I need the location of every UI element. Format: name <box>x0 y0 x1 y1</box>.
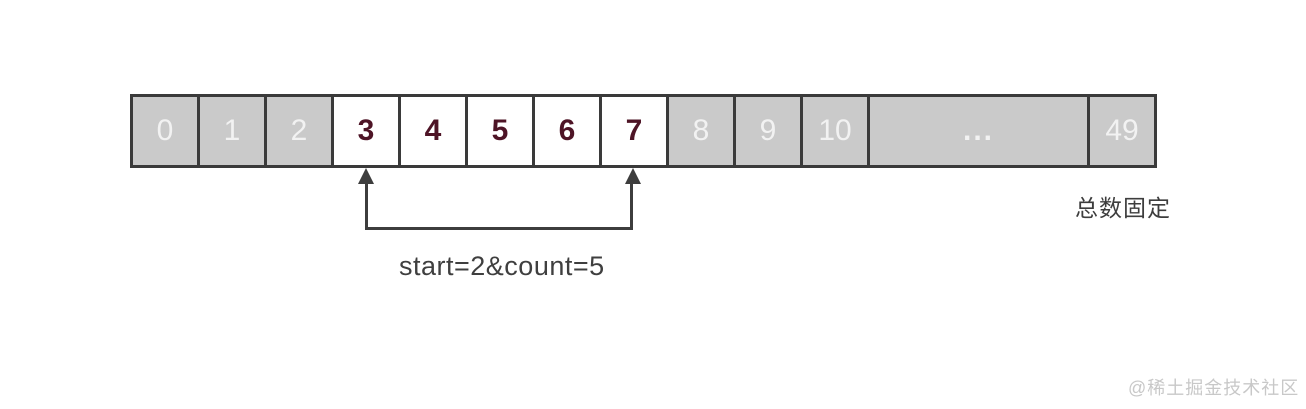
array-cell-9: 9 <box>733 97 800 165</box>
array-strip: 0 1 2 3 4 5 6 7 8 9 10 ... 49 <box>130 94 1157 168</box>
cell-label: 5 <box>491 114 509 147</box>
array-cell-10: 10 <box>800 97 867 165</box>
up-arrow-icon-end <box>625 168 641 184</box>
cell-label: 4 <box>424 114 442 147</box>
array-cell-1: 1 <box>197 97 264 165</box>
cell-label: 49 <box>1105 114 1139 147</box>
up-arrow-icon-start <box>358 168 374 184</box>
cell-label: 8 <box>692 114 710 147</box>
cell-label: 1 <box>223 114 241 147</box>
array-cell-2: 2 <box>264 97 331 165</box>
ellipsis-label: ... <box>962 114 994 147</box>
array-cell-6: 6 <box>532 97 599 165</box>
array-cell-7: 7 <box>599 97 666 165</box>
range-label: start=2&count=5 <box>399 251 605 281</box>
watermark: @稀土掘金技术社区 <box>1128 378 1300 398</box>
cell-label: 0 <box>156 114 174 147</box>
array-cell-ellipsis: ... <box>867 97 1087 165</box>
array-cell-4: 4 <box>398 97 465 165</box>
cell-label: 3 <box>357 114 375 147</box>
array-cell-0: 0 <box>133 97 197 165</box>
cell-label: 10 <box>818 114 852 147</box>
array-cell-3: 3 <box>331 97 398 165</box>
total-fixed-note: 总数固定 <box>1075 195 1171 221</box>
cell-label: 7 <box>625 114 643 147</box>
array-cell-49: 49 <box>1087 97 1154 165</box>
array-cell-8: 8 <box>666 97 733 165</box>
cell-label: 6 <box>558 114 576 147</box>
cell-label: 2 <box>290 114 308 147</box>
range-bracket <box>365 182 633 230</box>
array-cell-5: 5 <box>465 97 532 165</box>
cell-label: 9 <box>759 114 777 147</box>
